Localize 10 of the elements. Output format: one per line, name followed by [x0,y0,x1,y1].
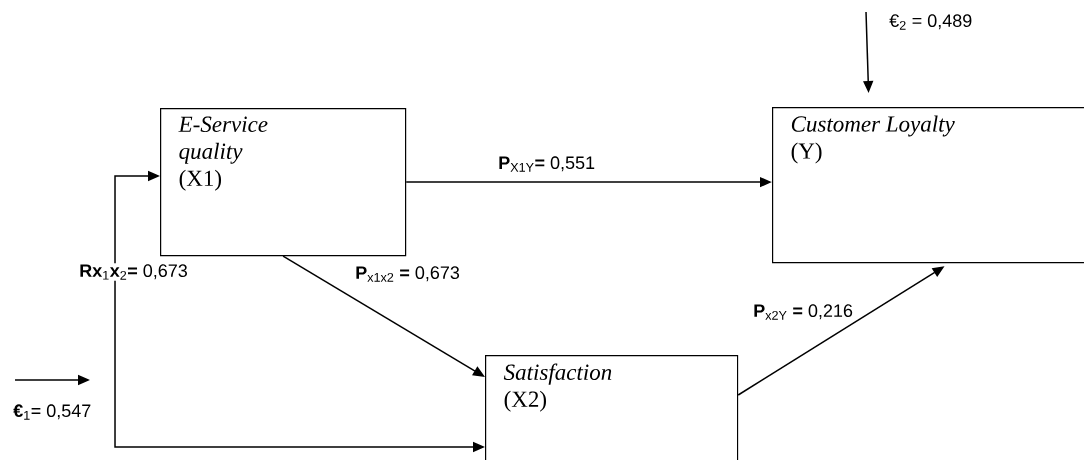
variable-box: E-Service quality (X1) [160,108,407,257]
variable-box: Customer Loyalty (Y) [772,107,1084,264]
error-label: €$_{1}$= 0,547 [13,404,91,420]
arrow [282,255,485,377]
variable-box: Satisfaction (X2) [485,355,739,460]
edge-label: €$_{2}$ = 0,489 [888,13,974,31]
edge-label: P$_{x2Y}$ = 0,216 [752,303,854,321]
edge-label: P$_{X1Y}$= 0,551 [497,155,597,173]
edge-label: P$_{x1x2}$ = 0,673 [354,265,461,283]
edge-label: Rx$_{1}$x$_{2}$= 0,673 [78,263,189,281]
